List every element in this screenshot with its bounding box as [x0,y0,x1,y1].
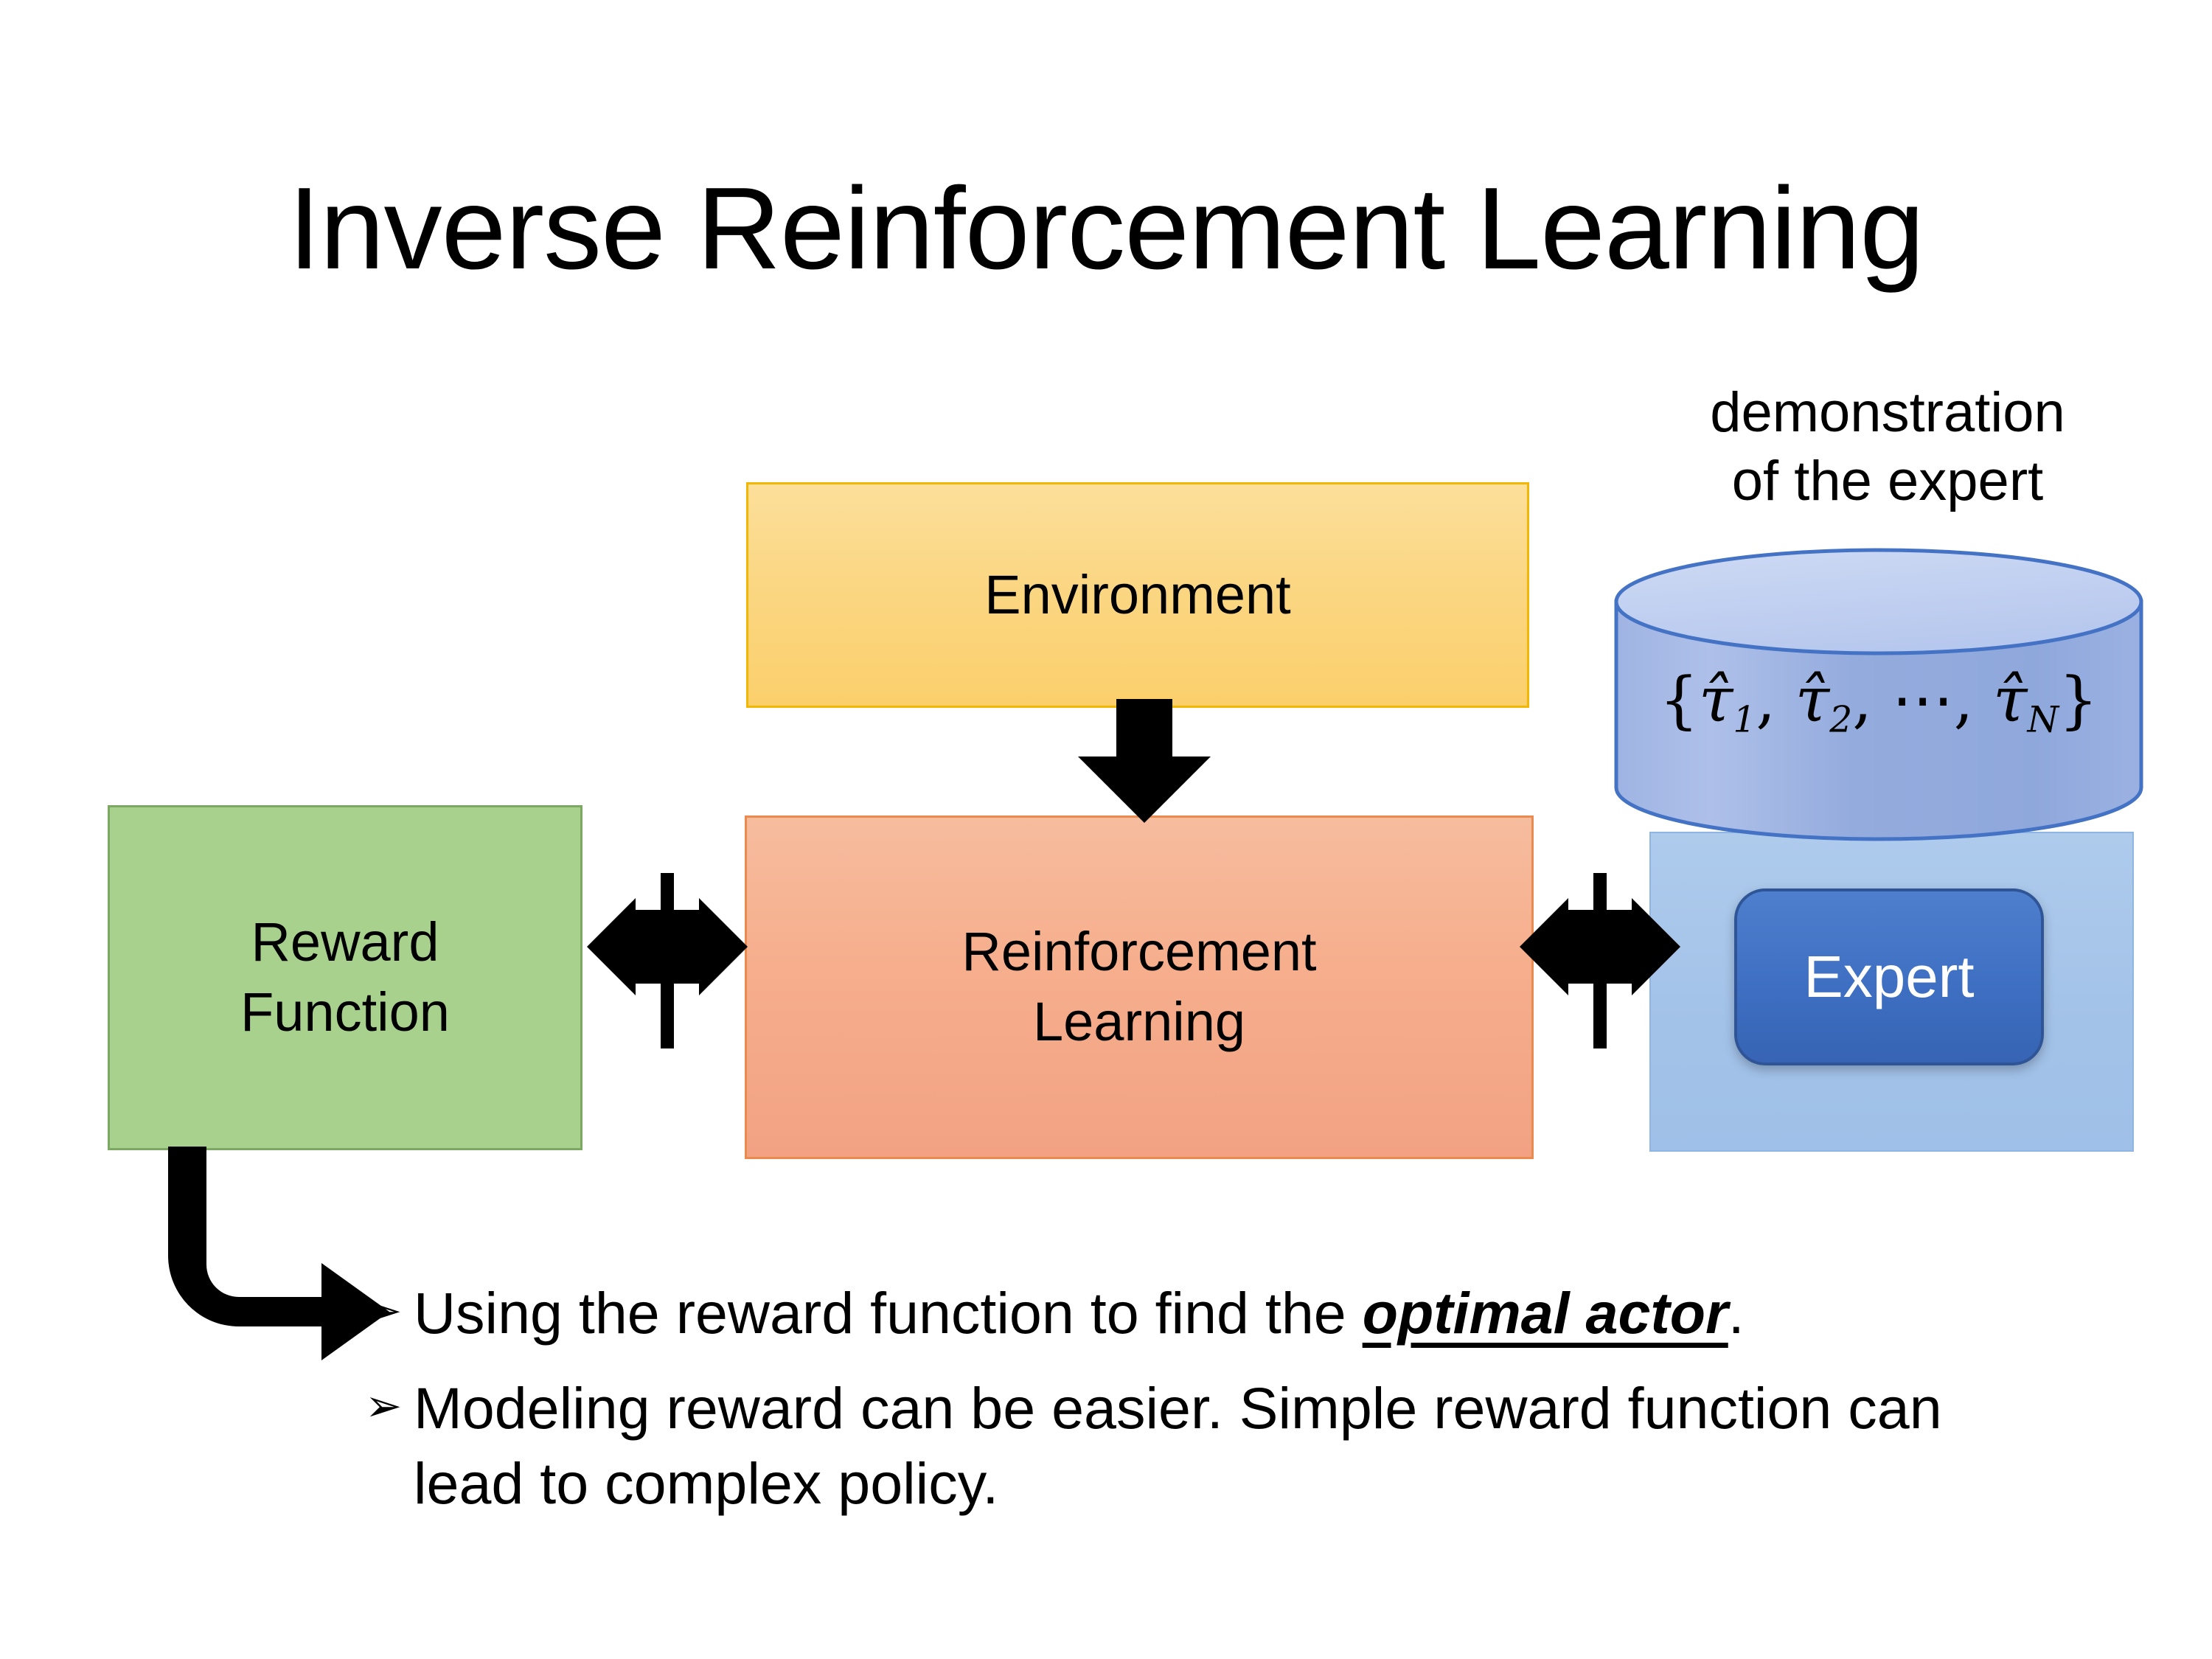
bullet-0-suffix: . [1728,1280,1745,1346]
bullet-text: Modeling reward can be easier. Simple re… [414,1371,2061,1522]
formula-sub-2: 2 [1829,699,1853,741]
demonstration-caption: demonstration of the expert [1622,379,2153,515]
formula-open-brace: { [1659,664,1699,736]
formula-ellipsis: ⋯ [1891,664,1954,736]
reward-function-box[interactable]: Reward Function [108,805,582,1150]
demonstration-caption-line2: of the expert [1731,449,2044,512]
formula-tau-2: τ̂ [1795,664,1830,736]
formula-sep-2: , [1852,664,1892,736]
reinforcement-learning-box[interactable]: Reinforcement Learning [745,815,1534,1159]
quad-arrow-icon-reward-rl [582,869,752,1053]
down-arrow-icon [1071,699,1218,824]
bullet-0-prefix: Using the reward function to find the [414,1280,1363,1346]
demonstration-caption-line1: demonstration [1710,381,2065,444]
reward-label-line1: Reward [251,911,439,973]
list-item: ➢ Modeling reward can be easier. Simple … [365,1371,2061,1522]
bullet-list: ➢ Using the reward function to find the … [365,1276,2061,1541]
formula-tau-1: τ̂ [1698,664,1733,736]
reinforcement-learning-box-label: Reinforcement Learning [932,917,1346,1057]
quad-arrow-icon-rl-expert [1515,869,1685,1053]
bullet-arrow-icon: ➢ [365,1285,403,1337]
rl-label-line2: Learning [1032,991,1245,1052]
trajectory-set-formula: {τ̂1, τ̂2, ⋯, τ̂N} [1613,664,2144,741]
trajectory-cylinder-icon [1613,547,2144,842]
reward-label-line2: Function [240,981,450,1043]
bullet-arrow-icon: ➢ [365,1380,403,1432]
reward-function-box-label: Reward Function [240,908,450,1047]
bullet-text: Using the reward function to find the op… [414,1276,2061,1352]
formula-sub-n: N [2027,699,2059,741]
formula-sep-1: , [1756,664,1795,736]
rl-label-line1: Reinforcement [961,921,1317,983]
list-item: ➢ Using the reward function to find the … [365,1276,2061,1352]
formula-close-brace: } [2059,664,2098,736]
environment-box-label: Environment [984,563,1291,625]
formula-sub-1: 1 [1733,699,1756,741]
bullet-0-emphasis: optimal actor [1362,1280,1728,1346]
bent-arrow-icon [168,1147,404,1382]
expert-box[interactable]: Expert [1734,888,2044,1065]
environment-box[interactable]: Environment [746,482,1529,708]
formula-tau-n: τ̂ [1993,664,2028,736]
formula-sep-3: , [1953,664,1994,736]
bullet-1-prefix: Modeling reward can be easier. Simple re… [414,1374,1942,1517]
page-title: Inverse Reinforcement Learning [288,164,1924,293]
expert-box-label: Expert [1804,944,1975,1009]
